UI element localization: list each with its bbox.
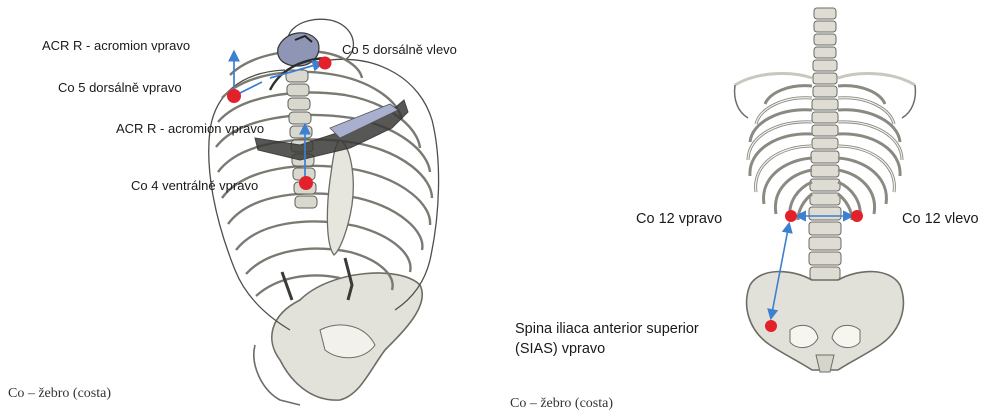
marker-co5-dorsal-right [227,89,241,103]
label-co5-dorsal-right: Co 5 dorsálně vpravo [58,80,182,95]
label-co12-right: Co 12 vpravo [636,212,722,227]
marker-sias-right [765,320,777,332]
marker-co4-ventral-right [299,176,313,190]
label-sias-line1: Spina iliaca anterior superior [515,322,699,337]
label-co4-ventral-right: Co 4 ventrálně vpravo [131,178,258,193]
label-acr-acromion-mid: ACR R - acromion vpravo [116,121,264,136]
label-co12-left: Co 12 vlevo [902,212,979,227]
marker-co5-dorsal-left [319,57,332,70]
label-co5-dorsal-left: Co 5 dorsálně vlevo [342,42,457,57]
left-sternum [327,140,353,255]
marker-co12-right [785,210,797,222]
right-skeleton-illustration [735,8,916,372]
label-acr-acromion-top: ACR R - acromion vpravo [42,38,190,53]
caption-right: Co – žebro (costa) [510,396,613,412]
left-ribcage-illustration [209,19,439,405]
marker-co12-left [851,210,863,222]
caption-left: Co – žebro (costa) [8,386,111,402]
label-sias-line2: (SIAS) vpravo [515,342,605,357]
